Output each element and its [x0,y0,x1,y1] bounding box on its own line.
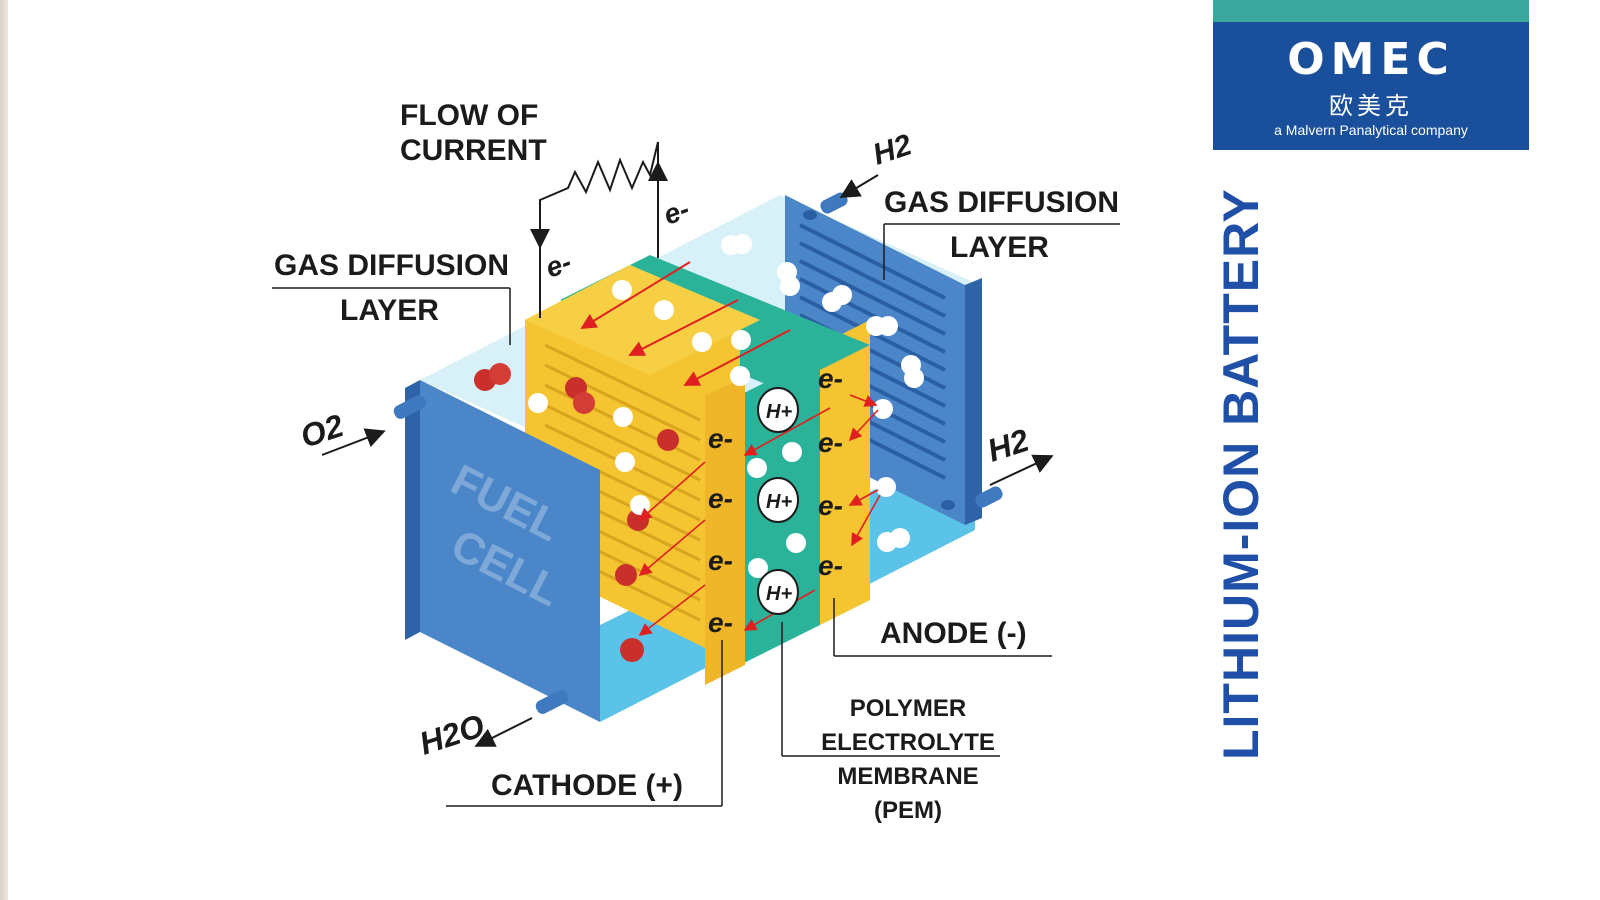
pem-line-2: ELECTROLYTE [821,729,995,756]
cathode-label: CATHODE (+) [491,769,683,802]
h2o-outlet-pipe [535,690,569,714]
h2-outlet-pipe [975,486,1003,508]
svg-text:H+: H+ [766,583,792,605]
gdl-left-line-1: GAS DIFFUSION [274,249,509,282]
svg-text:e-: e- [659,193,693,231]
flow-current-line-2: CURRENT [400,134,547,167]
proton-2: H+ [757,477,799,523]
svg-text:e-: e- [708,545,733,576]
o2-inlet-pipe [393,395,427,419]
flow-current-line-1: FLOW OF [400,99,538,132]
svg-text:H+: H+ [766,491,792,513]
anode-label: ANODE (-) [880,617,1027,650]
pem-line-3: MEMBRANE [837,763,978,790]
molecules [474,234,924,662]
fuel-cell-diagram: FUEL CELL [272,99,1120,824]
proton-ions: H+ H+ H+ [757,387,799,615]
pem-line-4: (PEM) [874,797,942,824]
logo-tagline: a Malvern Panalytical company [1274,122,1468,138]
svg-text:e-: e- [708,607,733,638]
omec-logo: OMEC 欧美克 a Malvern Panalytical company [1213,0,1529,150]
gdl-left-line-2: LAYER [340,294,439,327]
svg-text:e-: e- [818,490,843,521]
h2o-label: H2O [415,707,489,762]
anode-gdl [820,320,870,625]
svg-text:e-: e- [818,427,843,458]
proton-3: H+ [757,569,799,615]
electron-path-arrows [638,394,881,636]
h2-in-arrow [839,174,879,199]
electrons: e- e- e- e- e- e- e- e- e- e- [541,193,842,638]
top-electron-arrows [580,261,791,386]
svg-text:H+: H+ [766,401,792,423]
o2-arrow [321,428,386,456]
svg-text:e-: e- [541,246,575,284]
cathode-plate [405,380,600,722]
side-title: LITHIUM-ION BATTERY [1213,188,1269,760]
gdl-right-line-1: GAS DIFFUSION [884,186,1119,219]
h2o-arrow [474,717,533,747]
logo-chinese: 欧美克 [1329,93,1413,120]
h2-in-label: H2 [869,128,916,171]
svg-text:e-: e- [708,483,733,514]
svg-text:e-: e- [818,550,843,581]
h2-out-label: H2 [983,422,1033,469]
h2-out-arrow [989,454,1054,486]
logo-wordmark: OMEC [1287,34,1455,85]
slide-edge [0,0,8,900]
svg-text:e-: e- [708,423,733,454]
gdl-right-line-2: LAYER [950,231,1049,264]
pem-line-1: POLYMER [850,695,966,722]
logo-band [1213,0,1529,22]
svg-text:e-: e- [818,363,843,394]
proton-1: H+ [757,387,799,433]
